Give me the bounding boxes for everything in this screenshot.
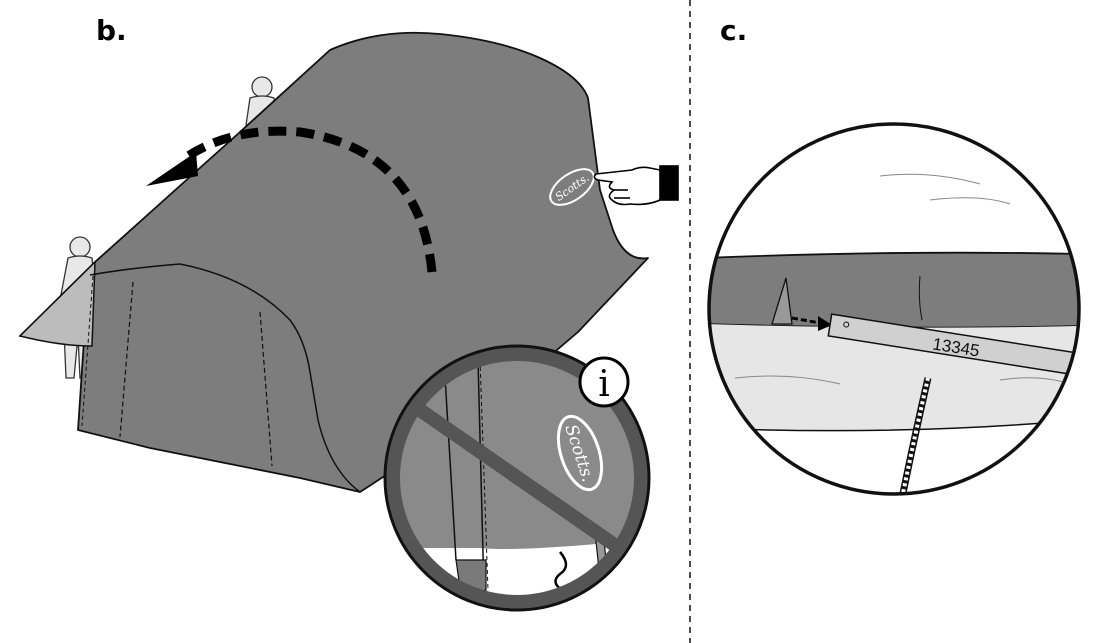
- arrow-head: [146, 152, 198, 186]
- panel-label-b: b.: [96, 14, 127, 47]
- seam-line: [119, 281, 134, 438]
- dashed-arrow-icon: [179, 126, 437, 273]
- info-glyph: i: [598, 364, 610, 405]
- prohibition-sign-icon: [386, 347, 648, 609]
- info-icon: i: [578, 356, 630, 408]
- panel-label-c: c.: [720, 14, 748, 47]
- panel-b: Scotts. Scotts.: [18, 31, 679, 612]
- pointing-hand-icon: [593, 165, 679, 206]
- panel-c: 13345: [707, 122, 1081, 496]
- magnifier-circle-icon: 13345: [709, 124, 1079, 494]
- cover-flap: [18, 260, 96, 347]
- seam-line: [259, 311, 273, 467]
- cover-front-wall: [89, 263, 361, 493]
